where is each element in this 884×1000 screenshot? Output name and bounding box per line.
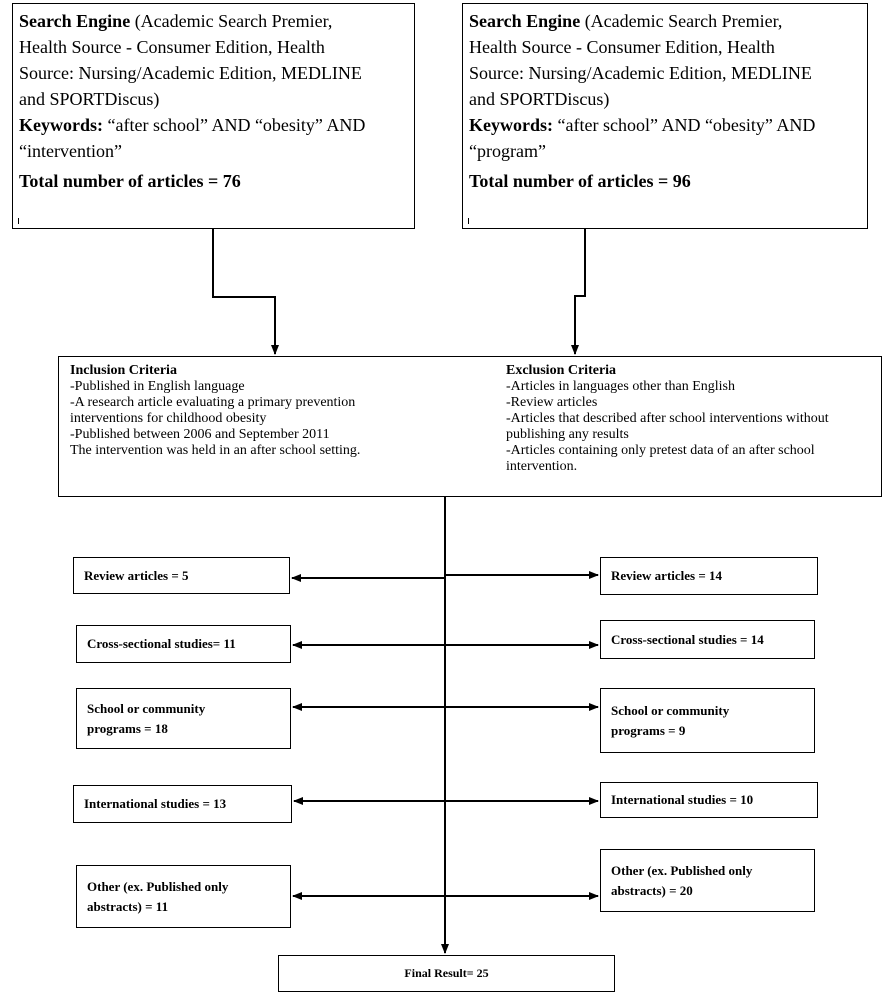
keywords-line-2: “program” xyxy=(469,141,546,161)
right-cross-sectional-box: Cross-sectional studies = 14 xyxy=(600,620,815,659)
left-review-articles: Review articles = 5 xyxy=(84,567,189,583)
left-international-box: International studies = 13 xyxy=(73,785,292,823)
keywords-line: Keywords: “after school” AND “obesity” A… xyxy=(469,112,867,138)
search-engine-text: (Academic Search Premier, xyxy=(580,11,783,31)
inclusion-line: The intervention was held in an after sc… xyxy=(70,443,361,458)
search-engine-line: Search Engine (Academic Search Premier, xyxy=(469,8,867,34)
left-school-programs: School or community programs = 18 xyxy=(87,700,206,736)
total-articles: Total number of articles = 76 xyxy=(19,171,241,191)
left-other-box: Other (ex. Published only abstracts) = 1… xyxy=(76,865,291,928)
right-school-programs-box: School or community programs = 9 xyxy=(600,688,815,753)
exclusion-line: -Articles that described after school in… xyxy=(506,411,829,426)
search-box-right: Search Engine (Academic Search Premier, … xyxy=(462,3,868,229)
search-box-left: Search Engine (Academic Search Premier, … xyxy=(12,3,415,229)
cursor-tick xyxy=(468,218,469,224)
inclusion-line: -Published in English language xyxy=(70,379,245,394)
left-cross-sectional-box: Cross-sectional studies= 11 xyxy=(76,625,291,663)
keywords-text: “after school” AND “obesity” AND xyxy=(553,115,816,135)
right-other-box: Other (ex. Published only abstracts) = 2… xyxy=(600,849,815,912)
search-engine-line: Search Engine (Academic Search Premier, xyxy=(19,8,414,34)
connector-right-search xyxy=(571,229,586,355)
keywords-text: “after school” AND “obesity” AND xyxy=(103,115,366,135)
exclusion-line: -Review articles xyxy=(506,395,598,410)
exclusion-line: -Articles containing only pretest data o… xyxy=(506,443,815,458)
keywords-label: Keywords: xyxy=(19,115,103,135)
exclusion-title: Exclusion Criteria xyxy=(506,363,617,378)
keywords-line: Keywords: “after school” AND “obesity” A… xyxy=(19,112,414,138)
search-engine-line: Source: Nursing/Academic Edition, MEDLIN… xyxy=(469,63,812,83)
search-engine-line: Source: Nursing/Academic Edition, MEDLIN… xyxy=(19,63,362,83)
exclusion-line: intervention. xyxy=(506,459,578,474)
search-engine-line: and SPORTDiscus) xyxy=(469,89,610,109)
inclusion-title: Inclusion Criteria xyxy=(70,363,177,378)
search-engine-label: Search Engine xyxy=(469,11,581,31)
final-result-box: Final Result= 25 xyxy=(278,955,615,992)
right-review-articles: Review articles = 14 xyxy=(611,568,723,583)
left-other: Other (ex. Published only abstracts) = 1… xyxy=(87,878,229,914)
left-international: International studies = 13 xyxy=(84,796,227,811)
search-engine-line: Health Source - Consumer Edition, Health xyxy=(469,37,775,57)
total-articles: Total number of articles = 96 xyxy=(469,171,691,191)
search-engine-text: (Academic Search Premier, xyxy=(130,11,333,31)
search-engine-line: Health Source - Consumer Edition, Health xyxy=(19,37,325,57)
left-school-programs-box: School or community programs = 18 xyxy=(76,688,291,749)
right-cross-sectional: Cross-sectional studies = 14 xyxy=(611,631,764,647)
left-cross-sectional: Cross-sectional studies= 11 xyxy=(87,636,236,651)
right-review-articles-box: Review articles = 14 xyxy=(600,557,818,595)
right-international-box: International studies = 10 xyxy=(600,782,818,818)
right-international: International studies = 10 xyxy=(611,792,754,807)
connector-left-search xyxy=(212,229,279,355)
inclusion-line: -Published between 2006 and September 20… xyxy=(70,427,330,442)
search-engine-line: and SPORTDiscus) xyxy=(19,89,160,109)
inclusion-criteria: Inclusion Criteria -Published in English… xyxy=(70,363,360,459)
right-other: Other (ex. Published only abstracts) = 2… xyxy=(611,862,753,898)
search-engine-label: Search Engine xyxy=(19,11,131,31)
exclusion-line: publishing any results xyxy=(506,427,629,442)
exclusion-line: -Articles in languages other than Englis… xyxy=(506,379,735,394)
right-school-programs: School or community programs = 9 xyxy=(611,702,730,738)
keywords-label: Keywords: xyxy=(469,115,553,135)
final-result: Final Result= 25 xyxy=(404,966,489,980)
inclusion-line: -A research article evaluating a primary… xyxy=(70,395,356,410)
left-review-articles-box: Review articles = 5 xyxy=(73,557,290,594)
exclusion-criteria: Exclusion Criteria -Articles in language… xyxy=(506,363,829,475)
keywords-line-2: “intervention” xyxy=(19,141,122,161)
inclusion-line: interventions for childhood obesity xyxy=(70,411,267,426)
criteria-box: Inclusion Criteria -Published in English… xyxy=(58,356,882,497)
cursor-tick xyxy=(18,218,19,224)
